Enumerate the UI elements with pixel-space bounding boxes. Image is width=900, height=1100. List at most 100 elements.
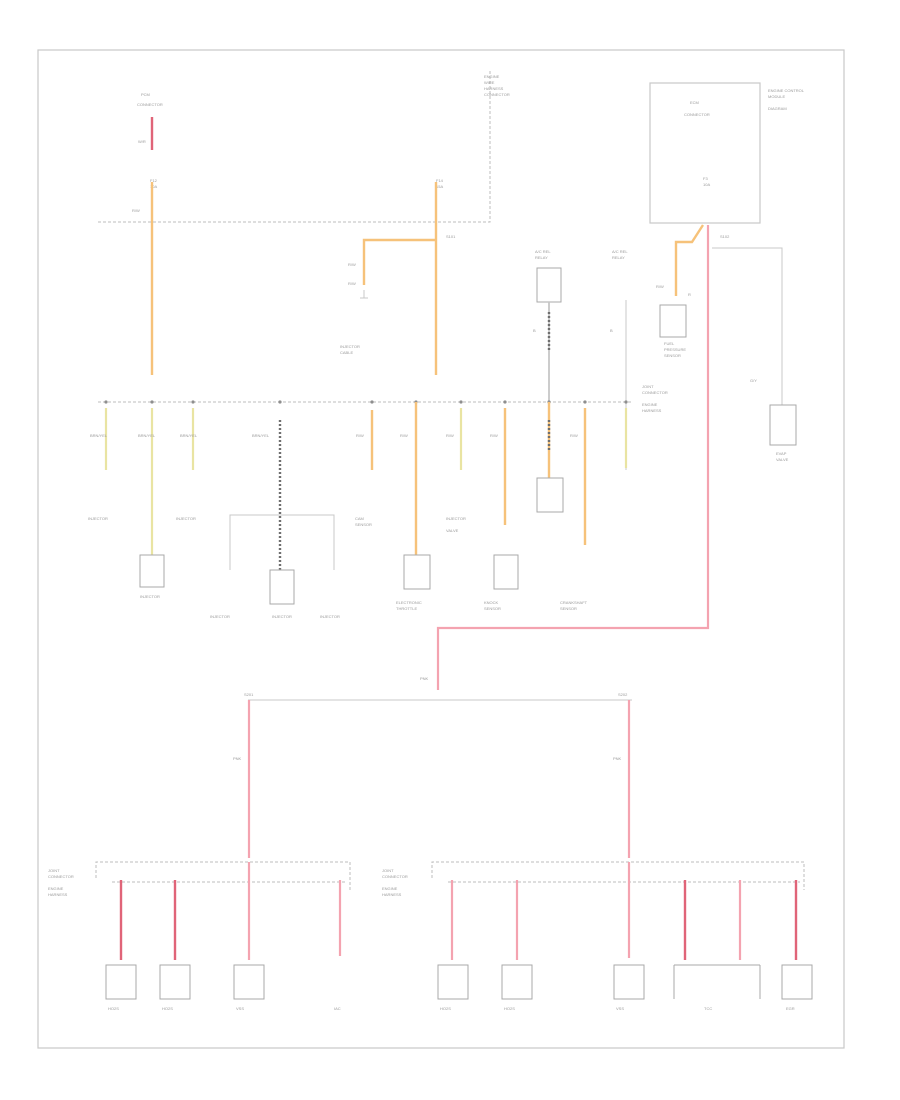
fuse-label-1: F12 <box>150 178 158 183</box>
sensor-right-2-label2: VALVE <box>776 457 789 462</box>
bus-label-4: ENGINE <box>642 402 658 407</box>
bottom-left-comp-2 <box>159 964 191 1000</box>
top-right-note: ENGINE CONTROL MODULE DIAGRAM <box>768 88 805 111</box>
wire-code-1: W/R <box>138 139 146 144</box>
comp-lower-a-3: INJECTOR <box>320 614 340 619</box>
top-center-note: ENGINE WIRE HARNESS CONNECTOR <box>484 74 510 97</box>
wire-code-main: PNK <box>420 676 429 681</box>
bus-label-2: CONNECTOR <box>642 390 668 395</box>
ecm-label-3: CONNECTOR <box>684 112 710 117</box>
wire-code-right: PNK <box>613 756 622 761</box>
sensor-right-2-code: G/Y <box>750 378 757 383</box>
main-connector-label: JOINT CONNECTOR ENGINE HARNESS <box>642 384 668 413</box>
bottom-left-comp-3 <box>233 964 265 1000</box>
sensor-right-1-label2: PRESSURE <box>664 347 686 352</box>
comp-upper-valve-2: VALVE <box>446 528 459 533</box>
svg-text:BRN/YEL: BRN/YEL <box>138 433 156 438</box>
br-bus-4: HARNESS <box>382 892 402 897</box>
injector-box-2 <box>269 569 295 605</box>
top-center-note-line2: WIRE <box>484 80 495 85</box>
wire-inj-4-branch <box>229 514 335 570</box>
svg-text:R/W: R/W <box>356 433 364 438</box>
wire-code-4: R/W <box>348 281 356 286</box>
ground-stub-1 <box>360 290 368 299</box>
comp-upper-3: INJECTOR <box>140 594 160 599</box>
sensor-2-label: KNOCK <box>484 600 499 605</box>
bottom-right-comp-3 <box>613 964 645 1000</box>
top-center-note-line3: HARNESS <box>484 86 504 91</box>
sensor-mid-label2: THROTTLE <box>396 606 417 611</box>
comp-upper-valve-1: INJECTOR <box>446 516 466 521</box>
svg-text:BRN/YEL: BRN/YEL <box>90 433 108 438</box>
sensor-3-label2: SENSOR <box>560 606 577 611</box>
relay-label-1: A/C REL <box>535 249 551 254</box>
sensor-3-label: CRANKSHAFT <box>560 600 588 605</box>
br-bus-1: JOINT <box>382 868 394 873</box>
comp-upper-cam-2: SENSOR <box>355 522 372 527</box>
br-comp-4: TCC <box>704 1006 712 1011</box>
bottom-right-connector <box>431 861 805 890</box>
sensor-box-right-1 <box>659 304 687 338</box>
ecm-note-4: DIAGRAM <box>768 106 787 111</box>
bottom-right-comp-2 <box>501 964 533 1000</box>
bl-bus-4: HARNESS <box>48 892 68 897</box>
svg-text:R/W: R/W <box>400 433 408 438</box>
sensor-box-right-2 <box>769 404 797 446</box>
ecm-note-1: ENGINE CONTROL <box>768 88 805 93</box>
top-center-note-line1: ENGINE <box>484 74 500 79</box>
bl-bus-1: JOINT <box>48 868 60 873</box>
wire-code-6: R <box>688 292 691 297</box>
svg-text:R/W: R/W <box>490 433 498 438</box>
comp-upper-2: INJECTOR <box>176 516 196 521</box>
svg-text:BRN/YEL: BRN/YEL <box>180 433 198 438</box>
bottom-left-connector <box>95 861 351 890</box>
bottom-right-comp-1 <box>437 964 469 1000</box>
relay-label-2b: RELAY <box>612 255 625 260</box>
svg-text:BRN/YEL: BRN/YEL <box>252 433 270 438</box>
bus-label-1: JOINT <box>642 384 654 389</box>
bl-comp-4: IAC <box>334 1006 341 1011</box>
sensor-mid-label: ELECTRONIC <box>396 600 422 605</box>
splice-left: S201 <box>244 692 254 697</box>
comp-upper-cam-1: CAM <box>355 516 364 521</box>
bl-bus-3: ENGINE <box>48 886 64 891</box>
top-left-connector-line1: PCM <box>141 92 150 97</box>
top-left-connector: PCM CONNECTOR <box>137 92 163 107</box>
bottom-right-bus-label: JOINT CONNECTOR ENGINE HARNESS <box>382 868 408 897</box>
splice-right: S202 <box>618 692 628 697</box>
wire-ecm-gray <box>712 247 783 405</box>
upper-component-labels: INJECTOR INJECTOR CAM SENSOR INJECTOR VA… <box>88 516 466 533</box>
bl-bus-2: CONNECTOR <box>48 874 74 879</box>
fuse-amp-3: 10A <box>703 182 710 187</box>
br-comp-5: EGR <box>786 1006 795 1011</box>
fuse-box-boundary <box>98 70 491 223</box>
relay-label-2: A/C REL <box>612 249 628 254</box>
wire-ecm-pink <box>436 225 710 690</box>
relay-box-lower <box>536 477 564 513</box>
top-center-note-line4: CONNECTOR <box>484 92 510 97</box>
br-comp-3: VSS <box>616 1006 624 1011</box>
fuse-amp-2: 15A <box>436 184 443 189</box>
comp-lower-a-2: INJECTOR <box>272 614 292 619</box>
wire-code-3: R/W <box>348 262 356 267</box>
fuse-amp-1: 10A <box>150 184 157 189</box>
wire-code-8: B <box>610 328 613 333</box>
bl-comp-1: HO2S <box>108 1006 119 1011</box>
svg-text:R/W: R/W <box>570 433 578 438</box>
top-left-connector-line3: CONNECTOR <box>137 102 163 107</box>
fuse-label-3: F3 <box>703 176 708 181</box>
injector-cam-label2: CABLE <box>340 350 353 355</box>
br-bus-2: CONNECTOR <box>382 874 408 879</box>
relay-label-1b: RELAY <box>535 255 548 260</box>
wire-code-left: PNK <box>233 756 242 761</box>
wire-codes-row: BRN/YEL BRN/YEL BRN/YEL BRN/YEL R/W R/W … <box>90 433 578 438</box>
wire-ecm-orange <box>674 224 705 296</box>
br-comp-2: HO2S <box>504 1006 515 1011</box>
sensor-2-label2: SENSOR <box>484 606 501 611</box>
fuse-label-2: F14 <box>436 178 444 183</box>
ecm-connector-box <box>649 82 761 224</box>
sensor-box-mid <box>403 554 431 590</box>
wire-fuse-2-branch <box>362 238 436 285</box>
sensor-right-2-label: EVAP <box>776 451 787 456</box>
